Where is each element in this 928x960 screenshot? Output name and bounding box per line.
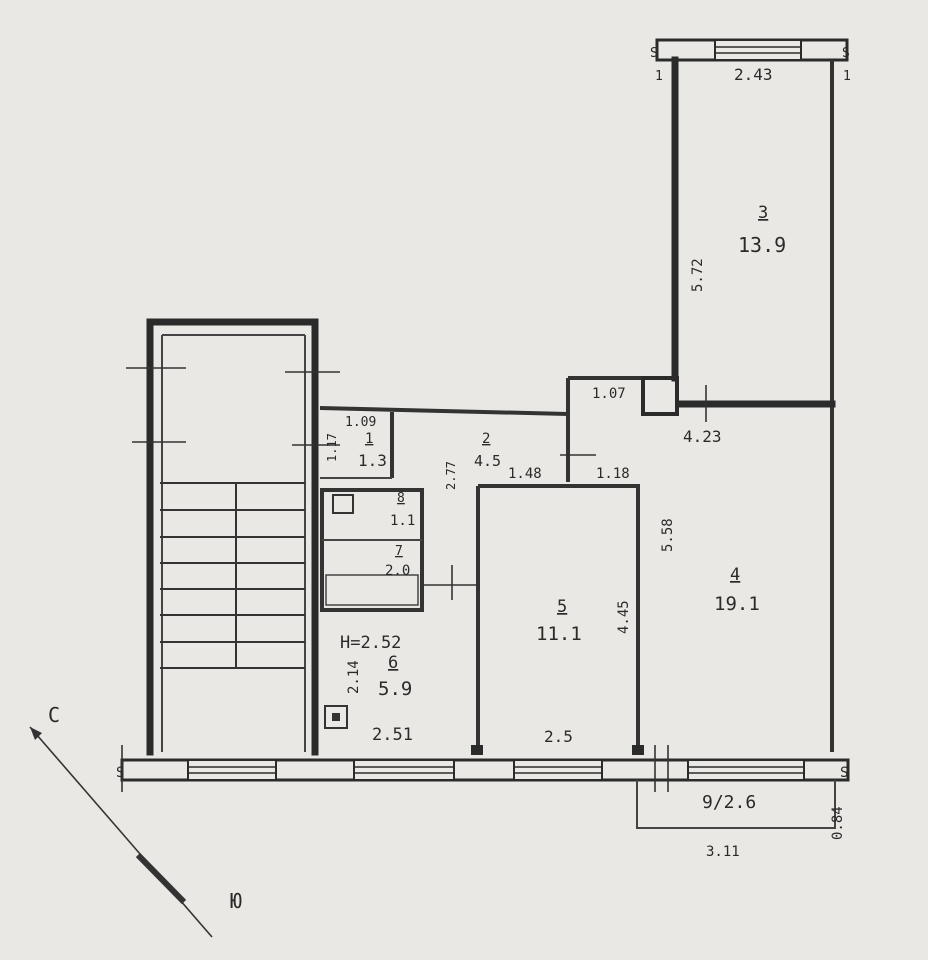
room-5-number: 5 [557,597,567,617]
room-labels: 3 13.9 4 19.1 5 11.1 6 5.9 1 1.3 2 4.5 8… [340,203,786,813]
dim-room6-width: 2.51 [372,725,413,745]
ceiling-height: H=2.52 [340,633,401,653]
room-3-number: 3 [758,203,768,223]
dim-room5-width: 2.5 [544,727,573,746]
window [353,759,455,781]
wall-mark-left: S [116,765,124,781]
dim-room3-length: 5.72 [690,258,706,292]
dim-room5-length: 4.45 [616,600,632,634]
room-2-area: 4.5 [474,452,501,470]
dim-room4-length: 5.58 [660,518,676,552]
room-8-area: 1.1 [390,513,415,529]
room-5-area: 11.1 [536,623,582,645]
stairwell [126,318,340,756]
dim-niche-width: 1.07 [592,386,626,402]
compass-south-label: Ю [230,889,242,913]
stair-treads [160,482,305,669]
wall-mark-top-right: S [842,46,850,61]
central-walls [319,376,679,755]
dim-room5-top-right: 1.18 [596,466,630,482]
room-4-number: 4 [730,565,740,585]
tick-top-left: 1 [655,69,663,84]
dim-room1-length: 1.17 [325,433,339,462]
compass-north-label: C [48,703,60,727]
balcony [636,780,836,829]
compass-arrow: C Ю [29,703,242,938]
balcony-label: 9/2.6 [702,792,756,813]
dim-balcony-depth: 0.84 [830,806,846,840]
room-7-number: 7 [395,544,403,559]
room-7-area: 2.0 [385,563,410,579]
dimension-labels: 2.43 5.72 1.07 4.23 5.58 1.48 1.18 4.45 … [116,46,851,860]
dim-room6-length: 2.14 [346,660,362,694]
dim-room3-width: 2.43 [734,65,773,84]
room-1-number: 1 [365,431,373,447]
window [513,759,603,781]
wall-mark-right: S [840,765,848,781]
dim-room2-length: 2.77 [444,461,458,490]
tick-top-right: 1 [843,69,851,84]
room-3-area: 13.9 [738,233,786,257]
wall-mark-top-left: S [650,46,658,61]
room-4-area: 19.1 [714,593,760,615]
dim-room4-width: 4.23 [683,427,722,446]
room-8-number: 8 [397,491,405,506]
dim-balcony-width: 3.11 [706,844,740,860]
room-6-number: 6 [388,653,398,673]
window [187,759,277,781]
room-2-number: 2 [482,431,490,447]
room-3-walls [655,38,849,752]
window [687,759,805,781]
exterior-wall-bottom [120,745,850,792]
dim-room1-width: 1.09 [345,415,376,430]
dim-room5-top: 1.48 [508,466,542,482]
room-1-area: 1.3 [358,451,387,470]
room-6-area: 5.9 [378,678,412,700]
